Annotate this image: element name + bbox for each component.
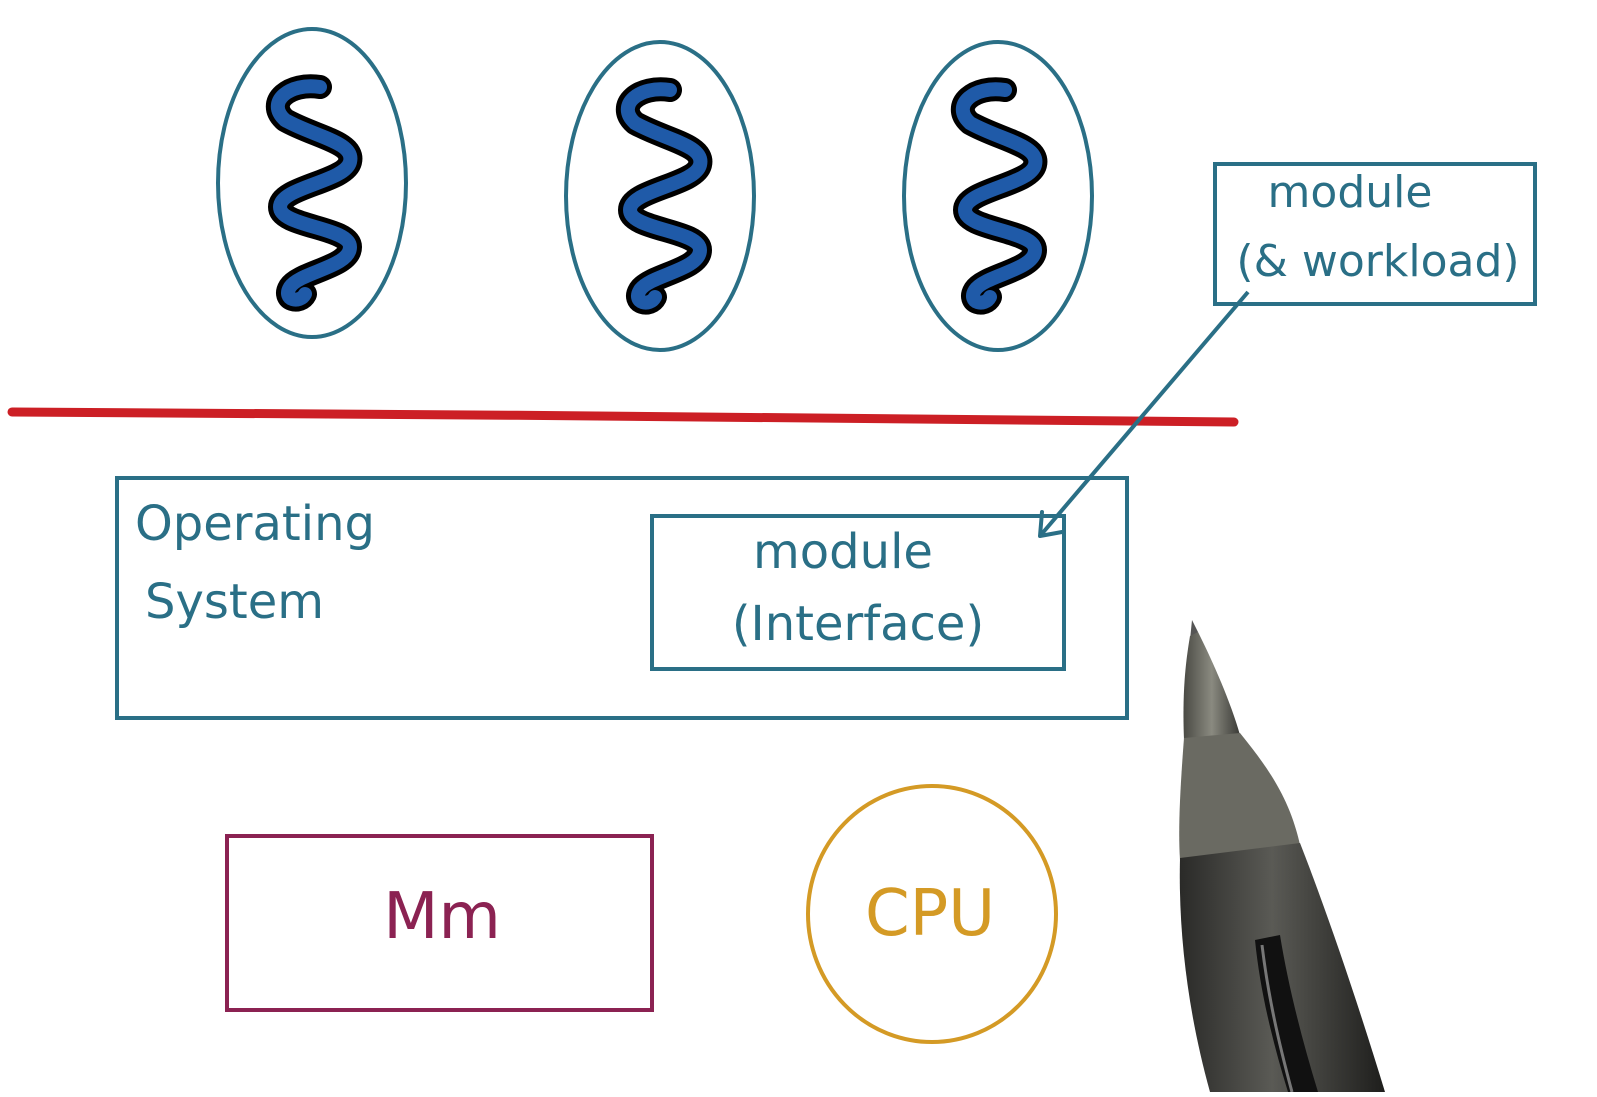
user-kernel-boundary-line <box>7 407 1239 427</box>
squiggle-thread-icon <box>628 89 701 302</box>
module-workload-box: module (& workload) <box>1213 162 1537 306</box>
stylus-pen-icon <box>1179 620 1385 1093</box>
cpu-label: CPU <box>865 877 995 951</box>
process-1 <box>216 27 408 339</box>
squiggle-thread-icon <box>278 86 351 299</box>
operating-system-box: Operating System <box>115 476 1129 720</box>
module-workload-line2: (& workload) <box>1236 236 1519 287</box>
os-label-line1: Operating <box>135 496 375 552</box>
process-2 <box>564 40 756 352</box>
module-interface-box: module (Interface) <box>650 514 1066 671</box>
memory-box: Mm <box>225 834 654 1012</box>
os-label-line2: System <box>145 574 324 630</box>
cpu-circle: CPU <box>806 784 1058 1044</box>
module-interface-line1: module <box>753 524 933 580</box>
module-workload-line1: module <box>1268 167 1433 218</box>
memory-label: Mm <box>383 880 501 954</box>
module-interface-line2: (Interface) <box>732 596 984 652</box>
process-3 <box>902 40 1094 352</box>
arrow-workload-to-interface <box>1038 290 1250 538</box>
squiggle-thread-icon <box>963 89 1036 302</box>
